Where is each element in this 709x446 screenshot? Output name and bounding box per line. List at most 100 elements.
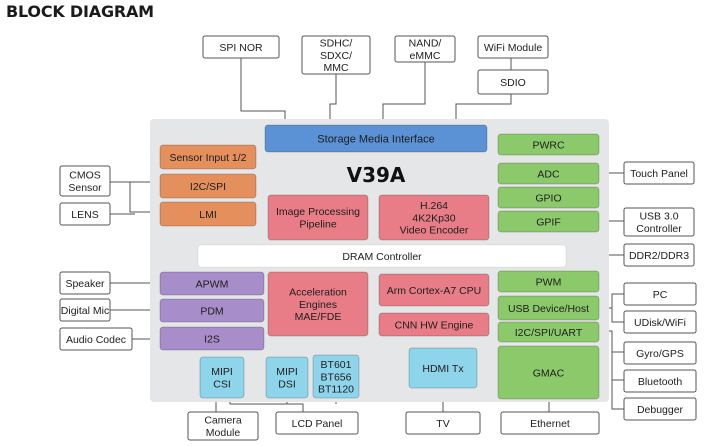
digital-mic-box-label: Digital Mic [61,305,109,317]
connection-line [382,62,426,125]
i2s-block-box [159,326,265,351]
pdm-block-label: PDM [200,305,223,317]
gmac-block-label: GMAC [533,367,565,379]
dram-controller-block-box [197,244,567,268]
nand-emmc-box-label: NAND/eMMC [409,38,442,62]
storage-media-interface-block: Storage Media Interface [264,124,488,153]
sdhc-sdxc-mmc-box: SDHC/SDXC/MMC [301,35,371,75]
gpio-block: GPIO [497,186,600,209]
sdhc-sdxc-mmc-box-box [301,35,371,75]
pc-box-box [623,282,697,306]
debugger-box-label: Debugger [637,404,684,416]
apwm-block-label: APWM [196,278,229,290]
mipi-dsi-block-box [265,356,309,399]
ddr-box-box [623,243,695,267]
pwm-block: PWM [497,270,600,293]
touch-panel-box-label: Touch Panel [630,168,688,180]
digital-mic-box: Digital Mic [59,298,111,322]
pc-box: PC [623,282,697,306]
i2c-spi-block: I2C/SPI [159,173,257,199]
tv-box: TV [405,411,481,435]
pdm-block-box [159,298,265,323]
dram-controller-block-label: DRAM Controller [342,251,422,263]
sensor-input-block-box [159,144,257,170]
audio-codec-box: Audio Codec [59,327,133,351]
gyro-gps-box: Gyro/GPS [623,341,697,365]
lens-box-label: LENS [71,209,98,221]
ddr-box-label: DDR2/DDR3 [629,250,689,262]
connection-line [611,352,624,410]
sensor-input-block: Sensor Input 1/2 [159,144,257,170]
sdio-box: SDIO [477,69,549,95]
debugger-box: Debugger [623,397,697,421]
mipi-csi-block-box [199,356,245,399]
speaker-box-box [59,271,111,295]
sdio-box-box [477,69,549,95]
i2c-spi-uart-block: I2C/SPI/UART [497,321,600,343]
bluetooth-box-box [623,369,697,393]
adc-block-label: ADC [537,168,560,180]
i2c-spi-uart-block-label: I2C/SPI/UART [515,327,583,339]
sdio-box-label: SDIO [500,77,526,89]
usb-device-host-block-box [497,295,600,321]
connection-line [329,74,337,125]
arm-cpu-block-label: Arm Cortex-A7 CPU [387,285,482,297]
spi-nor-box-box [202,35,280,59]
gyro-gps-box-label: Gyro/GPS [636,348,684,360]
usb3-controller-box-box [623,207,695,237]
lmi-block-box [159,201,257,227]
cnn-engine-block: CNN HW Engine [378,312,490,337]
diagram-nodes: SPI NOR SDHC/SDXC/MMC NAND/eMMC WiFi Module… [59,35,697,441]
i2c-spi-block-label: I2C/SPI [190,181,226,193]
gpio-block-label: GPIO [535,192,561,204]
dram-controller-block: DRAM Controller [197,244,567,268]
gpif-block-label: GPIF [536,216,561,228]
pwrc-block-box [497,133,600,156]
connection-line [110,181,160,213]
adc-block: ADC [497,162,600,185]
gpif-block: GPIF [497,210,600,233]
ethernet-box-label: Ethernet [530,418,570,430]
bluetooth-box: Bluetooth [623,369,697,393]
sdhc-sdxc-mmc-box-label: SDHC/SDXC/MMC [320,38,353,74]
speaker-box-label: Speaker [65,278,105,290]
hdmi-tx-block-label: HDMI Tx [422,363,464,375]
cnn-engine-block-label: CNN HW Engine [395,319,474,331]
pdm-block: PDM [159,298,265,323]
adc-block-box [497,162,600,185]
apwm-block-box [159,271,265,296]
audio-codec-box-box [59,327,133,351]
arm-cpu-block-box [378,273,490,307]
usb-device-host-block: USB Device/Host [497,295,600,321]
image-processing-pipeline-block-box [267,194,369,241]
gpif-block-box [497,210,600,233]
udisk-wifi-box-label: UDisk/WiFi [634,317,686,329]
connection-line [455,94,512,125]
ethernet-box-box [500,411,600,435]
debugger-box-box [623,397,697,421]
pwm-block-label: PWM [536,276,562,288]
spi-nor-box-label: SPI NOR [219,42,263,54]
lcd-panel-box: LCD Panel [275,411,359,435]
lmi-block: LMI [159,201,257,227]
wifi-module-box-label: WiFi Module [484,42,543,54]
pwrc-block: PWRC [497,133,600,156]
nand-emmc-box-box [394,35,456,63]
pwm-block-box [497,270,600,293]
lcd-panel-box-label: LCD Panel [292,418,343,430]
bt-interface-block-box [312,354,360,399]
storage-media-interface-block-box [264,124,488,153]
usb-device-host-block-label: USB Device/Host [508,303,589,315]
